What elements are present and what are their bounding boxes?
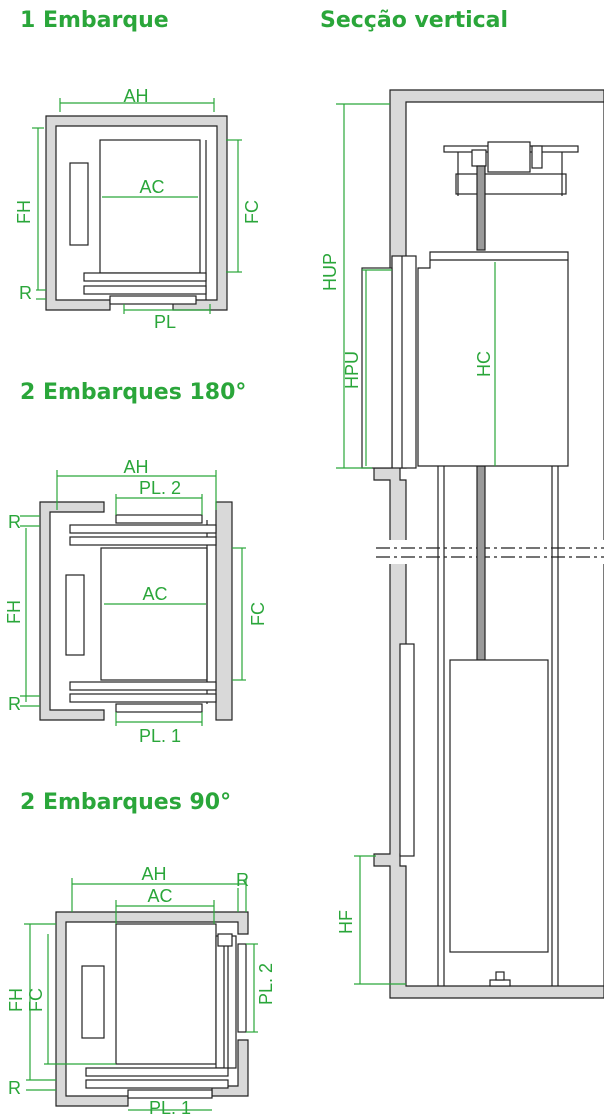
sill-bottom (115, 703, 203, 713)
label-ac: AC (142, 584, 167, 604)
label-fh: FH (14, 200, 34, 224)
label-pl1: PL. 1 (139, 726, 181, 746)
sill (109, 295, 197, 305)
label-r-bottom: R (8, 1078, 21, 1098)
label-ah: AH (123, 86, 148, 106)
door-panel-bottom (69, 693, 217, 703)
door-panel (83, 272, 207, 282)
counterweight (81, 965, 105, 1039)
diagram-seccao-vertical (336, 89, 604, 999)
car (115, 923, 217, 1065)
sill-bottom (127, 1089, 213, 1099)
machine-frame (455, 173, 567, 195)
label-r-top: R (236, 870, 249, 890)
shaft-wall-right (215, 501, 233, 721)
label-r: R (19, 283, 32, 303)
top-wall-segment (361, 267, 393, 469)
diagram-1-embarque (32, 98, 242, 314)
door-panel (83, 285, 207, 295)
counterweight (65, 574, 85, 656)
label-fc: FC (248, 602, 268, 626)
label-r-top: R (8, 512, 21, 532)
label-pl2: PL. 2 (256, 963, 276, 1005)
door-panel-side (227, 935, 237, 1069)
door-panel-side (215, 935, 225, 1069)
label-fh: FH (4, 600, 24, 624)
door-panel-bottom (85, 1079, 229, 1089)
title-2-embarques-180: 2 Embarques 180° (20, 380, 247, 405)
label-hc: HC (474, 351, 494, 377)
counterweight (449, 659, 549, 953)
shaft-wall (55, 911, 249, 1107)
break-gap (376, 540, 604, 564)
label-r-bottom: R (8, 694, 21, 714)
label-ac: AC (139, 177, 164, 197)
title-1-embarque: 1 Embarque (20, 8, 169, 33)
hoist-ropes-lower (476, 465, 486, 661)
label-ah: AH (123, 457, 148, 477)
diagram-2-embarques-90 (24, 878, 258, 1111)
label-hup: HUP (320, 253, 340, 291)
counterweight (69, 162, 89, 246)
label-pl: PL (154, 312, 176, 332)
shaft-wall (45, 115, 228, 311)
label-pl2: PL. 2 (139, 478, 181, 498)
label-hpu: HPU (342, 351, 362, 389)
landing-door-bottom (399, 643, 415, 857)
car (100, 547, 208, 681)
door-panel-bottom (69, 681, 217, 691)
shaft-wall-left (39, 501, 105, 721)
sill-top (115, 514, 203, 524)
diagram-2-embarques-180 (20, 470, 246, 726)
label-fh: FH (6, 988, 26, 1012)
door-panel-top (69, 524, 217, 534)
title-2-embarques-90: 2 Embarques 90° (20, 790, 232, 815)
label-ah: AH (141, 864, 166, 884)
sill-side (237, 943, 247, 1033)
car (99, 139, 201, 274)
machine-motor (487, 141, 531, 173)
door-panel-bottom (85, 1067, 229, 1077)
pit-buffer-top (495, 971, 505, 981)
label-ac: AC (147, 886, 172, 906)
side-small-block (217, 933, 233, 947)
machine-pulley (471, 149, 487, 167)
machine-brake (531, 145, 543, 169)
pit-buffer (489, 979, 511, 987)
hoist-ropes (476, 165, 486, 251)
label-fc: FC (26, 988, 46, 1012)
landing-door-top (391, 255, 417, 469)
label-hf: HF (336, 910, 356, 934)
title-seccao-vertical: Secção vertical (320, 8, 509, 33)
label-pl1: PL. 1 (149, 1098, 191, 1118)
car-cabin (417, 251, 569, 467)
door-panel-top (69, 536, 217, 546)
label-fc: FC (242, 200, 262, 224)
